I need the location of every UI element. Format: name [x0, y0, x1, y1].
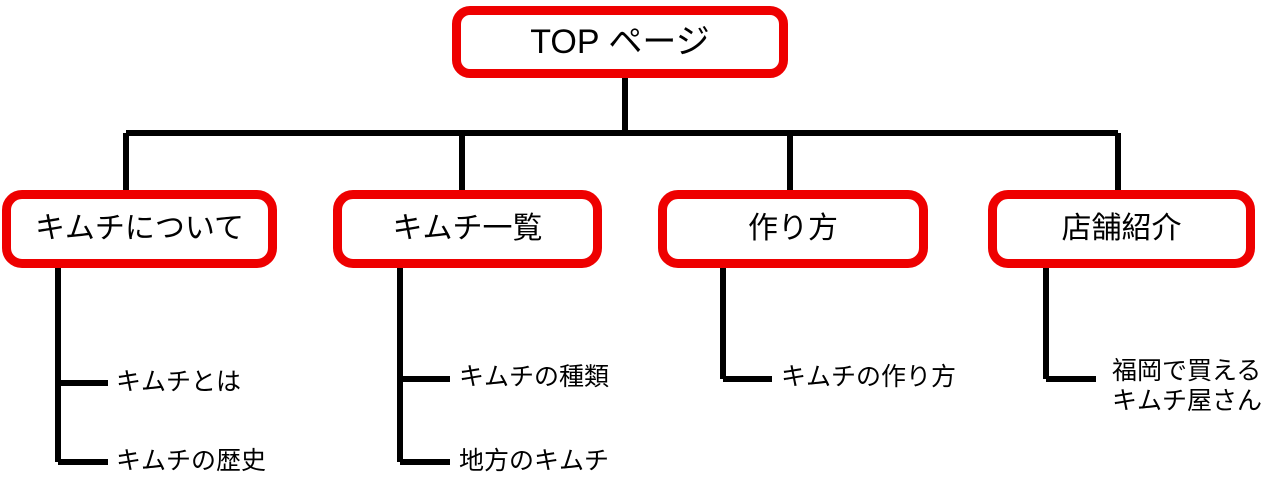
node-kimchi-list-label: キムチ一覧: [392, 212, 543, 245]
leaf-label-kimchi-no-rekishi[interactable]: キムチの歴史: [116, 447, 267, 475]
node-top-page[interactable]: TOP ページ: [452, 6, 788, 78]
leaf-label-fukuoka-de-kaeru-kimchiya-san[interactable]: 福岡で買える キムチ屋さん: [1112, 357, 1263, 415]
node-how-to-make[interactable]: 作り方: [658, 190, 928, 268]
node-how-to-make-label: 作り方: [748, 212, 838, 245]
connector-group: [55, 78, 1121, 465]
leaf-label-kimchi-no-shurui[interactable]: キムチの種類: [459, 363, 610, 391]
node-kimchi-list[interactable]: キムチ一覧: [333, 190, 602, 268]
node-store-intro[interactable]: 店舗紹介: [988, 190, 1255, 268]
leaf-label-kimchi-towa[interactable]: キムチとは: [116, 368, 242, 396]
node-top-page-label: TOP ページ: [530, 23, 710, 61]
leaf-label-chihou-no-kimchi[interactable]: 地方のキムチ: [459, 447, 610, 475]
leaf-label-kimchi-no-tsukurikata[interactable]: キムチの作り方: [781, 363, 957, 391]
node-about-kimchi[interactable]: キムチについて: [2, 190, 277, 268]
node-store-intro-label: 店舗紹介: [1061, 212, 1182, 245]
node-about-kimchi-label: キムチについて: [34, 212, 245, 245]
